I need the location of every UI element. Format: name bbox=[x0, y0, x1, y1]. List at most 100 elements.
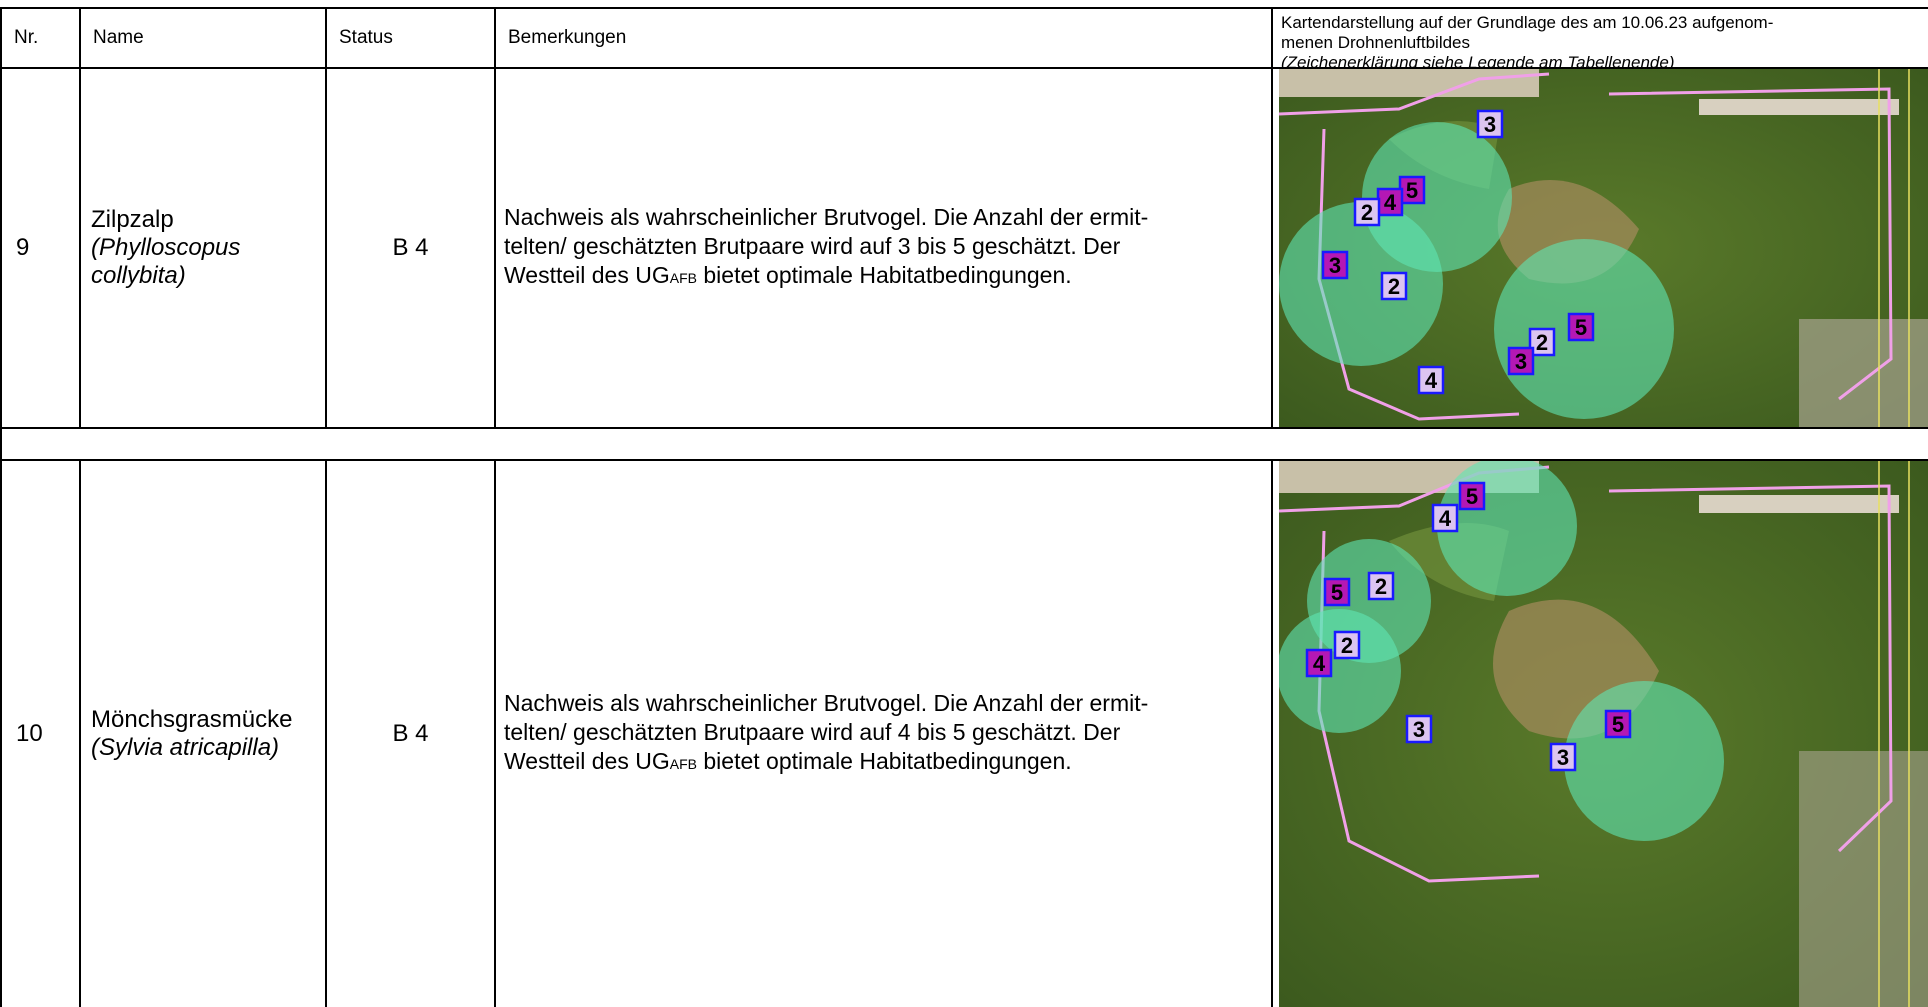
territory-marker-box bbox=[1417, 365, 1445, 395]
buildings-strip bbox=[1699, 495, 1899, 513]
territory-marker: 4 bbox=[1431, 503, 1459, 533]
territory-marker-box bbox=[1458, 481, 1486, 511]
col-border bbox=[0, 7, 2, 428]
territory-marker: 3 bbox=[1507, 346, 1535, 376]
territory-marker-label: 3 bbox=[1515, 349, 1527, 374]
territory-marker-box bbox=[1305, 648, 1333, 678]
territory-marker: 4 bbox=[1417, 365, 1445, 395]
territory-marker-label: 2 bbox=[1341, 633, 1353, 658]
territory-marker-label: 3 bbox=[1329, 253, 1341, 278]
row-10-remark-line1: Nachweis als wahrscheinlicher Brutvogel.… bbox=[504, 690, 1149, 716]
territory-marker: 5 bbox=[1323, 577, 1351, 607]
territory-marker-box bbox=[1376, 187, 1404, 217]
territory-marker-label: 5 bbox=[1331, 580, 1343, 605]
parcel-lines bbox=[1878, 69, 1910, 427]
territory-marker: 3 bbox=[1476, 109, 1504, 139]
site-boundary bbox=[1608, 87, 1893, 401]
territory-marker-label: 5 bbox=[1466, 484, 1478, 509]
row-10-name-cell: Mönchsgrasmücke (Sylvia atricapilla) bbox=[81, 461, 325, 1007]
territory-marker: 5 bbox=[1604, 709, 1632, 739]
row-10-status: B 4 bbox=[392, 720, 429, 747]
buildings-strip bbox=[1279, 69, 1539, 97]
remark-subscript: AFB bbox=[669, 270, 697, 286]
row-9-status: B 4 bbox=[392, 234, 429, 261]
territory-marker-box bbox=[1549, 742, 1577, 772]
header-bottom-border bbox=[0, 67, 1928, 69]
header-name: Name bbox=[93, 27, 144, 48]
territory-circle bbox=[1279, 202, 1443, 366]
species-table: Nr. Name Status Bemerkungen Kartendarste… bbox=[0, 7, 1928, 1007]
site-boundary bbox=[1608, 484, 1893, 853]
territory-marker-box bbox=[1567, 312, 1595, 342]
territory-marker-label: 5 bbox=[1612, 712, 1624, 737]
territory-marker: 2 bbox=[1333, 630, 1361, 660]
territory-marker-box bbox=[1431, 503, 1459, 533]
col-border bbox=[0, 427, 2, 460]
territory-circle bbox=[1279, 609, 1401, 733]
territory-marker: 5 bbox=[1567, 312, 1595, 342]
territory-marker-label: 2 bbox=[1536, 330, 1548, 355]
col-border bbox=[494, 7, 496, 428]
col-border bbox=[1271, 7, 1273, 428]
row-9-common-name: Zilpzalp bbox=[91, 206, 174, 233]
territory-circle bbox=[1564, 681, 1724, 841]
territory-marker-label: 3 bbox=[1557, 745, 1569, 770]
territory-marker: 3 bbox=[1405, 714, 1433, 744]
territory-marker: 2 bbox=[1353, 197, 1381, 227]
row-9-nr: 9 bbox=[16, 234, 30, 261]
remark-text: bietet optimale Habitatbedingungen. bbox=[696, 262, 1072, 288]
col-border bbox=[494, 459, 496, 1007]
site-boundary bbox=[1279, 72, 1550, 116]
territory-marker-label: 4 bbox=[1384, 190, 1397, 215]
territory-marker-label: 3 bbox=[1484, 112, 1496, 137]
col-border bbox=[325, 459, 327, 1007]
row-10-top-border bbox=[0, 459, 1928, 461]
road-area bbox=[1799, 751, 1928, 1007]
col-border bbox=[0, 459, 2, 1007]
row-10-remark: Nachweis als wahrscheinlicher Brutvogel.… bbox=[496, 461, 1271, 1007]
territory-marker-box bbox=[1323, 577, 1351, 607]
territory-marker: 2 bbox=[1367, 571, 1395, 601]
row-9-bottom-border bbox=[0, 427, 1928, 429]
col-border bbox=[1271, 459, 1273, 1007]
territory-marker-box bbox=[1604, 709, 1632, 739]
territory-marker-box bbox=[1353, 197, 1381, 227]
row-9-remark-line2: telten/ geschätzten Brutpaare wird auf 3… bbox=[504, 233, 1121, 259]
territory-marker: 5 bbox=[1398, 175, 1426, 205]
remark-text: bietet optimale Habitatbedingungen. bbox=[696, 748, 1072, 774]
territory-marker-label: 4 bbox=[1425, 368, 1438, 393]
territory-marker-label: 4 bbox=[1439, 506, 1452, 531]
header-status: Status bbox=[339, 27, 393, 48]
row-9-remark-line3: Westteil des UGAFB bietet optimale Habit… bbox=[504, 261, 1148, 293]
parcel-lines bbox=[1878, 461, 1910, 1007]
row-9-scientific-line1: (Phylloscopus bbox=[91, 234, 241, 261]
territory-marker-box bbox=[1476, 109, 1504, 139]
territory-marker-box bbox=[1507, 346, 1535, 376]
remark-subscript: AFB bbox=[669, 756, 697, 772]
header-map: Kartendarstellung auf der Grundlage des … bbox=[1273, 9, 1928, 72]
territory-marker: 3 bbox=[1549, 742, 1577, 772]
territory-marker: 4 bbox=[1305, 648, 1333, 678]
territory-marker-box bbox=[1380, 271, 1408, 301]
territory-marker-label: 2 bbox=[1388, 274, 1400, 299]
territory-marker-box bbox=[1367, 571, 1395, 601]
spacer-row bbox=[2, 429, 1928, 459]
territory-marker-label: 2 bbox=[1375, 574, 1387, 599]
header-remarks: Bemerkungen bbox=[508, 27, 627, 48]
row-10-common-name: Mönchsgrasmücke bbox=[91, 706, 293, 733]
header-nr: Nr. bbox=[14, 27, 39, 48]
table-top-border bbox=[0, 7, 1928, 9]
territory-marker-box bbox=[1405, 714, 1433, 744]
territory-marker-label: 5 bbox=[1406, 178, 1418, 203]
territory-marker-label: 3 bbox=[1413, 717, 1425, 742]
row-10-remark-line3: Westteil des UGAFB bietet optimale Habit… bbox=[504, 747, 1148, 779]
territory-marker-label: 5 bbox=[1575, 315, 1587, 340]
territory-marker-box bbox=[1321, 250, 1349, 280]
territory-marker: 2 bbox=[1380, 271, 1408, 301]
territory-marker: 4 bbox=[1376, 187, 1404, 217]
territory-marker-label: 4 bbox=[1313, 651, 1326, 676]
header-map-line2: menen Drohnenluftbildes bbox=[1281, 33, 1471, 52]
